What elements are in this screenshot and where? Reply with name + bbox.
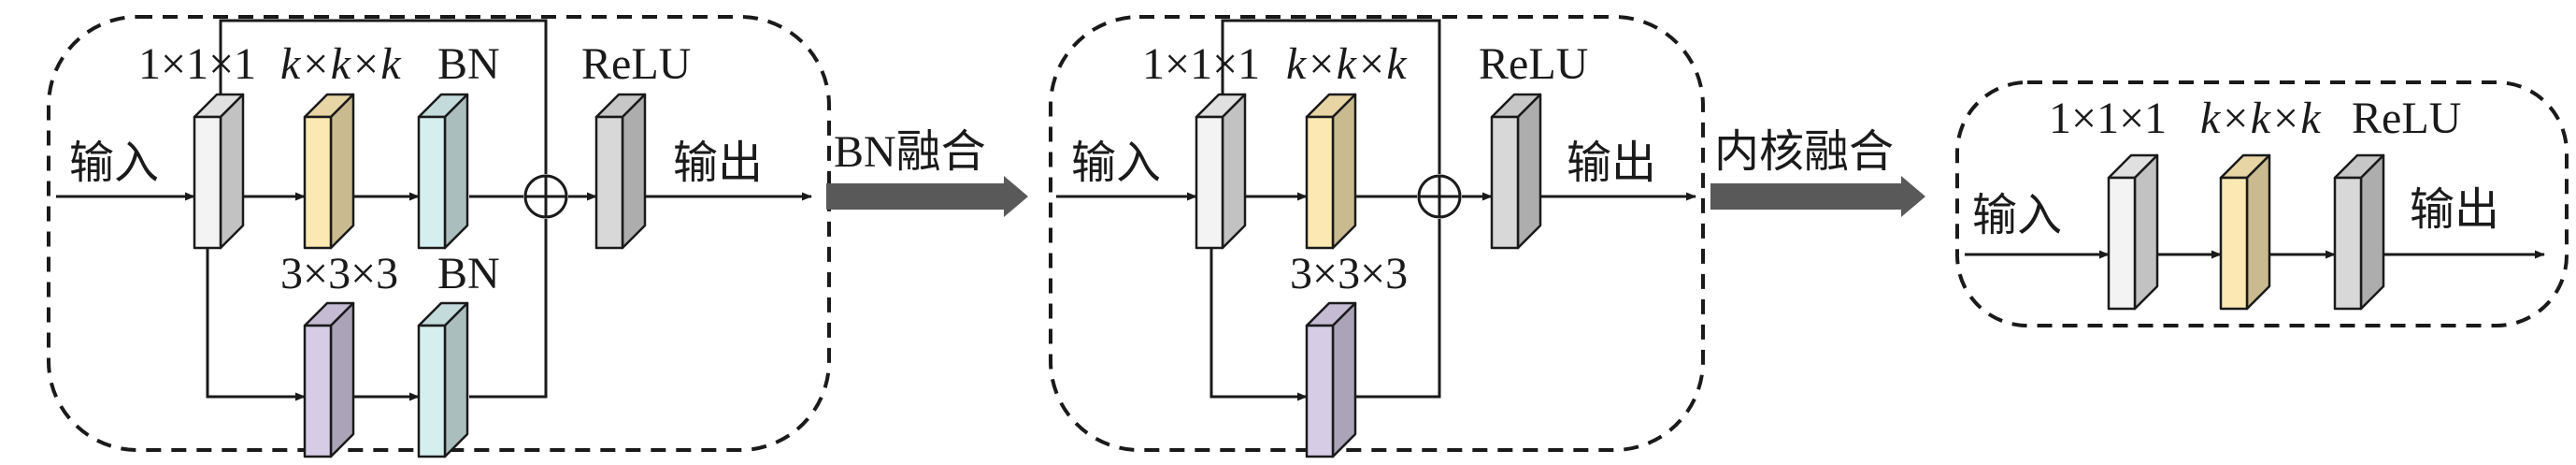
conv-3x3-block — [1305, 301, 1357, 458]
relu-block — [1490, 93, 1542, 250]
label-output: 输出 — [2410, 183, 2499, 236]
block-side-face — [1331, 301, 1357, 458]
bn-block-upper — [417, 93, 469, 250]
block-side-face — [2133, 153, 2159, 311]
label-bn-upper: BN — [437, 39, 500, 89]
block-front-face — [1195, 115, 1224, 250]
block-side-face — [1331, 93, 1357, 250]
label-conv-1x1: 1×1×1 — [2049, 94, 2167, 143]
block-side-face — [443, 93, 469, 250]
block-front-face — [1305, 324, 1335, 458]
label-input: 输入 — [1071, 137, 1161, 189]
circle-plus-icon — [523, 174, 568, 219]
block-front-face — [2333, 176, 2363, 311]
label-input: 输入 — [69, 137, 159, 189]
label-output: 输出 — [673, 137, 763, 189]
kernel-fusion-arrow: 内核融合 — [1710, 125, 1925, 217]
conv-1x1-block — [1195, 93, 1247, 250]
label-input: 输入 — [1972, 189, 2062, 241]
block-front-face — [303, 324, 333, 458]
stage-kernel-fused-frame — [1955, 80, 2569, 327]
circle-plus-icon — [1417, 174, 1462, 219]
bn-fusion-arrow: BN融合 — [826, 127, 1028, 217]
stage-bn-fused: 1×1×1 k×k×k ReLU 输入 输出 3×3×3 — [1049, 15, 1705, 458]
block-side-face — [443, 301, 469, 458]
label-bn-fusion: BN融合 — [834, 127, 986, 177]
label-kernel-fusion: 内核融合 — [1714, 125, 1894, 178]
label-conv-3x3: 3×3×3 — [1290, 249, 1408, 298]
label-relu: ReLU — [2352, 94, 2461, 143]
label-conv-kxk: k×k×k — [1286, 39, 1408, 89]
block-front-face — [417, 115, 447, 250]
block-front-face — [594, 115, 624, 250]
label-output: 输出 — [1567, 137, 1656, 189]
label-relu: ReLU — [581, 39, 691, 89]
conv-1x1-block — [2107, 153, 2159, 311]
block-front-face — [2219, 176, 2249, 311]
conv-1x1-block — [193, 93, 245, 250]
block-side-face — [2359, 153, 2385, 311]
stage-original-wires — [56, 19, 812, 401]
label-conv-kxk: k×k×k — [280, 39, 402, 89]
block-side-face — [219, 93, 245, 250]
relu-block — [594, 93, 647, 250]
block-side-face — [329, 301, 355, 458]
block-side-face — [329, 93, 355, 250]
label-bn-lower: BN — [437, 249, 500, 298]
block-side-face — [621, 93, 647, 250]
label-conv-3x3: 3×3×3 — [280, 249, 398, 298]
block-front-face — [1305, 115, 1335, 250]
stage-original: 1×1×1 k×k×k BN ReLU 输入 输出 3×3×3 BN — [47, 15, 831, 458]
thick-right-arrow-icon — [1710, 176, 1925, 217]
stage-kernel-fused: 1×1×1 k×k×k ReLU 输入 输出 — [1955, 80, 2569, 327]
relu-block — [2333, 153, 2385, 311]
label-conv-1x1: 1×1×1 — [138, 39, 256, 89]
block-front-face — [2107, 176, 2137, 311]
block-front-face — [1490, 115, 1520, 250]
thick-right-arrow-icon — [826, 176, 1028, 217]
conv-kxk-block — [303, 93, 355, 250]
conv-kxk-block — [1305, 93, 1357, 250]
block-front-face — [417, 324, 447, 458]
stage-original-frame — [47, 15, 831, 452]
block-side-face — [1516, 93, 1542, 250]
label-conv-kxk: k×k×k — [2200, 94, 2322, 143]
block-side-face — [1221, 93, 1247, 250]
block-front-face — [303, 115, 333, 250]
conv-3x3-block — [303, 301, 355, 458]
conv-kxk-block — [2219, 153, 2271, 311]
block-side-face — [2245, 153, 2271, 311]
label-relu: ReLU — [1479, 39, 1588, 89]
block-front-face — [193, 115, 222, 250]
stage-bn-fused-frame — [1049, 15, 1705, 452]
bn-block-lower — [417, 301, 469, 458]
label-conv-1x1: 1×1×1 — [1142, 39, 1260, 89]
